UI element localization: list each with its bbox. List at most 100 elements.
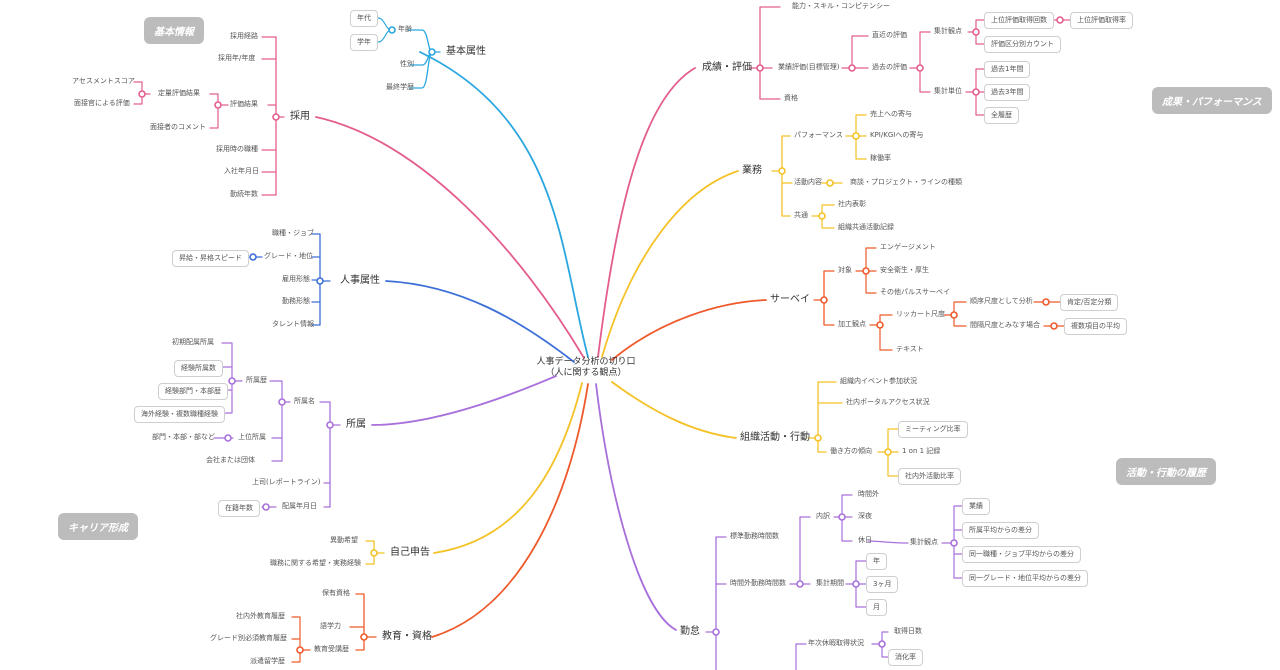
node-dept-history[interactable]: 所属歴 [246, 376, 267, 384]
node-employment-type[interactable]: 雇用形態 [282, 275, 310, 283]
topic-basic-attributes[interactable]: 基本属性 [446, 46, 486, 57]
topic-hr-attributes[interactable]: 人事属性 [340, 275, 380, 286]
node-internal-training[interactable]: 社内外教育履歴 [236, 612, 285, 620]
node-promotion-speed[interactable]: 昇給・昇格スピード [172, 250, 249, 267]
node-age-group[interactable]: 年代 [350, 10, 378, 27]
topic-survey[interactable]: サーベイ [770, 294, 810, 305]
node-likert[interactable]: リッカート尺度 [896, 310, 945, 318]
node-aggregation-unit[interactable]: 集計単位 [934, 87, 962, 95]
node-standard-hours[interactable]: 標準勤務時間数 [730, 532, 779, 540]
node-portal-access[interactable]: 社内ポータルアクセス状況 [846, 398, 930, 406]
node-ordinal-analysis[interactable]: 順序尺度として分析 [970, 297, 1033, 305]
node-age[interactable]: 年齢 [398, 25, 412, 33]
node-job-wish[interactable]: 職務に関する希望・実務経験 [270, 559, 361, 567]
node-utilization[interactable]: 消化率 [888, 649, 923, 666]
node-meeting-ratio[interactable]: ミーティング比率 [898, 421, 968, 438]
node-grade-training[interactable]: グレード別必須教育履歴 [210, 634, 287, 642]
topic-self-report[interactable]: 自己申告 [390, 547, 430, 558]
node-year[interactable]: 年 [866, 553, 887, 570]
node-latest-eval[interactable]: 直近の評価 [872, 31, 907, 39]
node-late-night[interactable]: 深夜 [858, 512, 872, 520]
node-education[interactable]: 最終学歴 [386, 83, 414, 91]
node-work-performance[interactable]: パフォーマンス [794, 131, 843, 139]
node-parent-dept[interactable]: 上位所属 [238, 433, 266, 441]
node-interview-comment[interactable]: 面接者のコメント [150, 123, 206, 131]
node-certifications[interactable]: 保有資格 [322, 589, 350, 597]
node-top-eval-count[interactable]: 上位評価取得回数 [984, 12, 1054, 29]
node-month[interactable]: 月 [866, 599, 887, 616]
topic-affiliation[interactable]: 所属 [346, 419, 366, 430]
node-kpi-contribution[interactable]: KPI/KGIへの寄与 [870, 131, 924, 139]
topic-performance-eval[interactable]: 成績・評価 [702, 62, 752, 73]
node-eval-class-count[interactable]: 評価区分別カウント [984, 36, 1061, 53]
topic-attendance[interactable]: 勤怠 [680, 626, 700, 637]
node-past-3-years[interactable]: 過去3年間 [984, 84, 1031, 101]
node-school-year[interactable]: 学年 [350, 34, 378, 51]
node-all-history[interactable]: 全履歴 [984, 107, 1019, 124]
node-dept-count[interactable]: 経験所属数 [174, 360, 223, 377]
node-common[interactable]: 共通 [794, 211, 808, 219]
node-quant-eval[interactable]: 定量評価結果 [158, 89, 200, 97]
node-pulse-survey[interactable]: その他パルスサーベイ [880, 288, 950, 296]
node-one-on-one[interactable]: 1 on 1 記録 [902, 447, 941, 455]
node-awards[interactable]: 社内表彰 [838, 200, 866, 208]
node-qualification[interactable]: 資格 [784, 94, 798, 102]
node-overtime-hours[interactable]: 時間外勤務時間数 [730, 579, 786, 587]
node-recruit-job[interactable]: 採用時の職種 [216, 145, 258, 153]
node-recruit-route[interactable]: 採用経路 [230, 32, 258, 40]
node-external-activity-ratio[interactable]: 社内外活動比率 [898, 468, 961, 485]
node-survey-target[interactable]: 対象 [838, 266, 852, 274]
node-days-taken[interactable]: 取得日数 [894, 627, 922, 635]
root-topic[interactable]: 人事データ分析の切り口 （人に関する観点） [530, 357, 642, 379]
node-top-eval-rate[interactable]: 上位評価取得率 [1070, 12, 1133, 29]
node-gender[interactable]: 性別 [400, 60, 414, 68]
node-first-assignment[interactable]: 初期配属所属 [172, 338, 214, 346]
topic-work[interactable]: 業務 [742, 165, 762, 176]
node-training-history[interactable]: 教育受講歴 [314, 645, 349, 653]
node-overseas-experience[interactable]: 海外経験・複数職種経験 [134, 406, 225, 423]
node-org-activity-log[interactable]: 組織共通活動記録 [838, 223, 894, 231]
node-3-months[interactable]: 3ヶ月 [866, 576, 899, 593]
node-grade-avg-diff[interactable]: 同一グレード・地位平均からの差分 [962, 570, 1088, 587]
node-processing-view[interactable]: 加工観点 [838, 320, 866, 328]
node-results[interactable]: 業績 [962, 498, 990, 515]
node-division-unit[interactable]: 部門・本部・部など [152, 433, 215, 441]
node-safety-health[interactable]: 安全衛生・厚生 [880, 266, 929, 274]
node-company[interactable]: 会社または団体 [206, 456, 255, 464]
node-sales-contribution[interactable]: 売上への寄与 [870, 110, 912, 118]
node-multi-item-average[interactable]: 複数項目の平均 [1064, 318, 1127, 335]
node-attendance-aggregation[interactable]: 集計観点 [910, 538, 938, 546]
node-grade[interactable]: グレード・地位 [264, 252, 313, 260]
node-annual-leave[interactable]: 年次休暇取得状況 [808, 639, 864, 647]
node-transfer-wish[interactable]: 異動希望 [330, 536, 358, 544]
node-years-in-dept[interactable]: 在籍年数 [218, 500, 260, 517]
node-overtime[interactable]: 時間外 [858, 490, 879, 498]
node-aggregation-view[interactable]: 集計観点 [934, 27, 962, 35]
node-activity-content[interactable]: 活動内容 [794, 178, 822, 186]
node-work-type[interactable]: 勤務形態 [282, 297, 310, 305]
node-text[interactable]: テキスト [896, 345, 924, 353]
node-eval-result[interactable]: 評価結果 [230, 100, 258, 108]
node-aggregation-period[interactable]: 集計期間 [816, 579, 844, 587]
node-join-date[interactable]: 入社年月日 [224, 167, 259, 175]
node-supervisor[interactable]: 上司(レポートライン) [252, 478, 321, 486]
node-interviewer-eval[interactable]: 面接官による評価 [74, 99, 130, 107]
topic-education[interactable]: 教育・資格 [382, 631, 432, 642]
node-dept-avg-diff[interactable]: 所属平均からの差分 [962, 522, 1039, 539]
node-past-1-year[interactable]: 過去1年間 [984, 61, 1031, 78]
node-dept-name[interactable]: 所属名 [294, 397, 315, 405]
topic-recruitment[interactable]: 採用 [290, 111, 310, 122]
node-language[interactable]: 語学力 [320, 622, 341, 630]
node-tenure[interactable]: 勤続年数 [230, 190, 258, 198]
node-engagement[interactable]: エンゲージメント [880, 243, 936, 251]
node-competency[interactable]: 能力・スキル・コンピテンシー [792, 2, 890, 10]
node-utilization-rate[interactable]: 稼働率 [870, 154, 891, 162]
node-assessment-score[interactable]: アセスメントスコア [72, 77, 135, 85]
node-breakdown[interactable]: 内訳 [816, 512, 830, 520]
node-work-style[interactable]: 働き方の傾向 [830, 447, 872, 455]
node-job[interactable]: 職種・ジョブ [272, 229, 314, 237]
node-mbo[interactable]: 業績評価(目標管理) [778, 63, 840, 71]
node-pos-neg-classification[interactable]: 肯定/否定分類 [1060, 294, 1119, 311]
node-assignment-date[interactable]: 配属年月日 [282, 502, 317, 510]
node-holiday[interactable]: 休日 [858, 536, 872, 544]
